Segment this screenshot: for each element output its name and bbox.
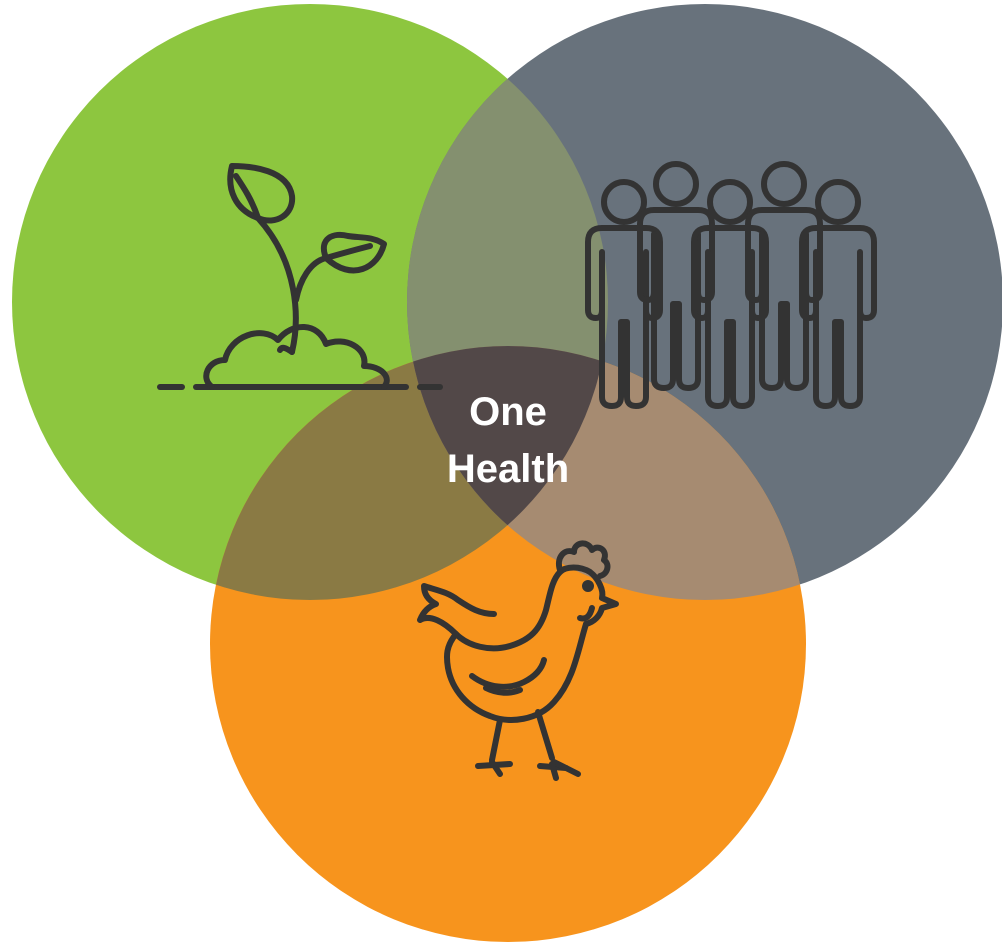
person-figure: [637, 161, 715, 391]
environment-animals-overlap: [210, 346, 608, 600]
center-label-line-2: Health: [447, 447, 569, 491]
chicken-icon: [417, 540, 619, 781]
person-figure: [585, 179, 663, 409]
person-figure: [799, 179, 877, 409]
center-label-line-1: One: [469, 390, 547, 434]
person-figure: [745, 161, 823, 391]
plant-sprout-icon: [157, 163, 443, 390]
people-group-icon: [585, 161, 877, 409]
person-figure: [691, 179, 769, 409]
people-animals-overlap: [407, 346, 806, 600]
